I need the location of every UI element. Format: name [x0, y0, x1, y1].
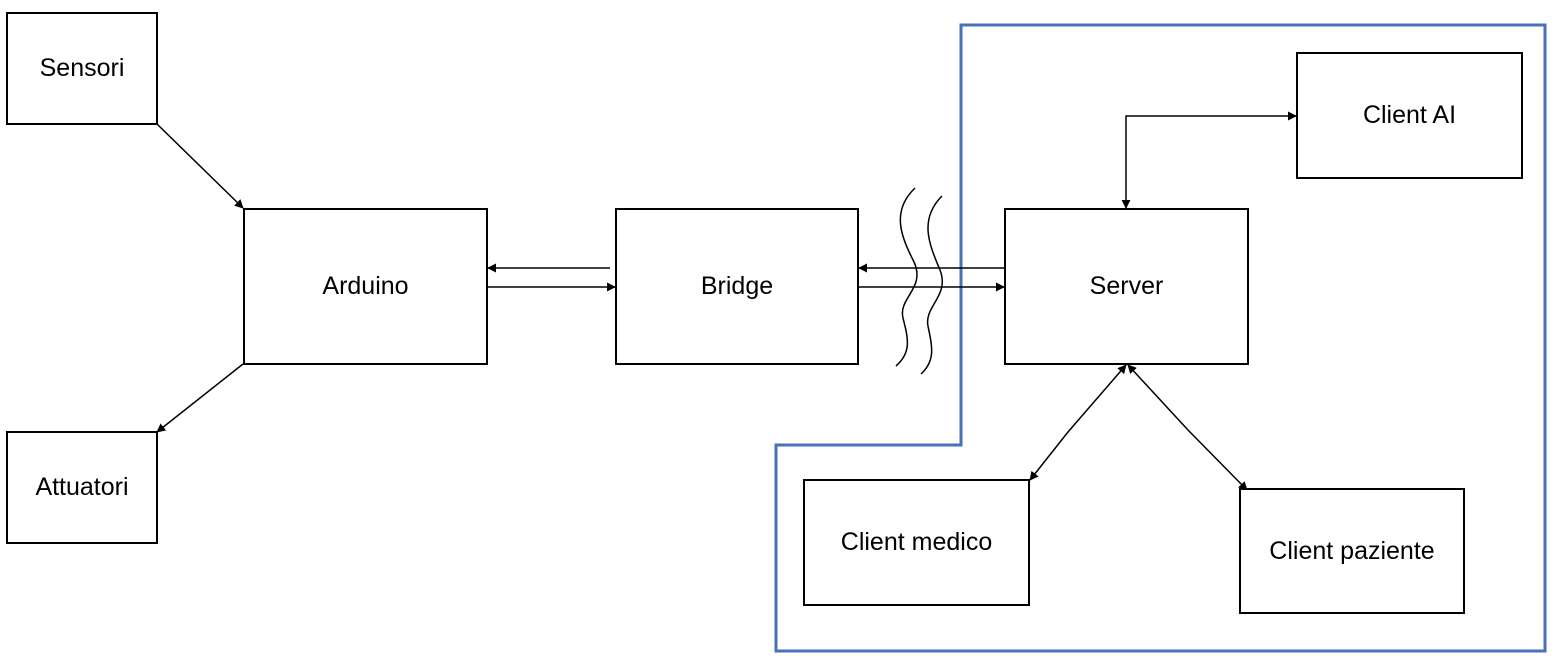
edge-server-client-medico — [1029, 364, 1127, 481]
node-server-label: Server — [1089, 272, 1164, 300]
node-arduino: Arduino — [243, 208, 488, 365]
node-client-ai: Client AI — [1296, 52, 1523, 179]
node-attuatori: Attuatori — [6, 431, 158, 544]
edge-server-client-ai — [1121, 111, 1297, 209]
node-client-medico: Client medico — [803, 479, 1030, 606]
node-sensori-label: Sensori — [39, 54, 125, 82]
node-arduino-label: Arduino — [322, 272, 409, 300]
node-bridge: Bridge — [615, 208, 859, 365]
edge-server-client-paziente — [1127, 364, 1248, 491]
node-sensori: Sensori — [6, 12, 158, 125]
network-break-wave-right — [920, 195, 943, 375]
node-client-medico-label: Client medico — [840, 528, 993, 556]
network-break-wave-left — [895, 187, 918, 367]
node-server: Server — [1004, 208, 1249, 365]
server-area-boundary — [774, 23, 1547, 653]
node-client-paziente-label: Client paziente — [1269, 536, 1435, 565]
edge-sensori-arduino — [156, 123, 244, 209]
node-client-ai-label: Client AI — [1362, 101, 1457, 129]
node-attuatori-label: Attuatori — [35, 473, 129, 501]
node-client-paziente: Client paziente — [1239, 488, 1465, 614]
node-bridge-label: Bridge — [700, 272, 774, 300]
edge-arduino-attuatori — [156, 363, 244, 433]
